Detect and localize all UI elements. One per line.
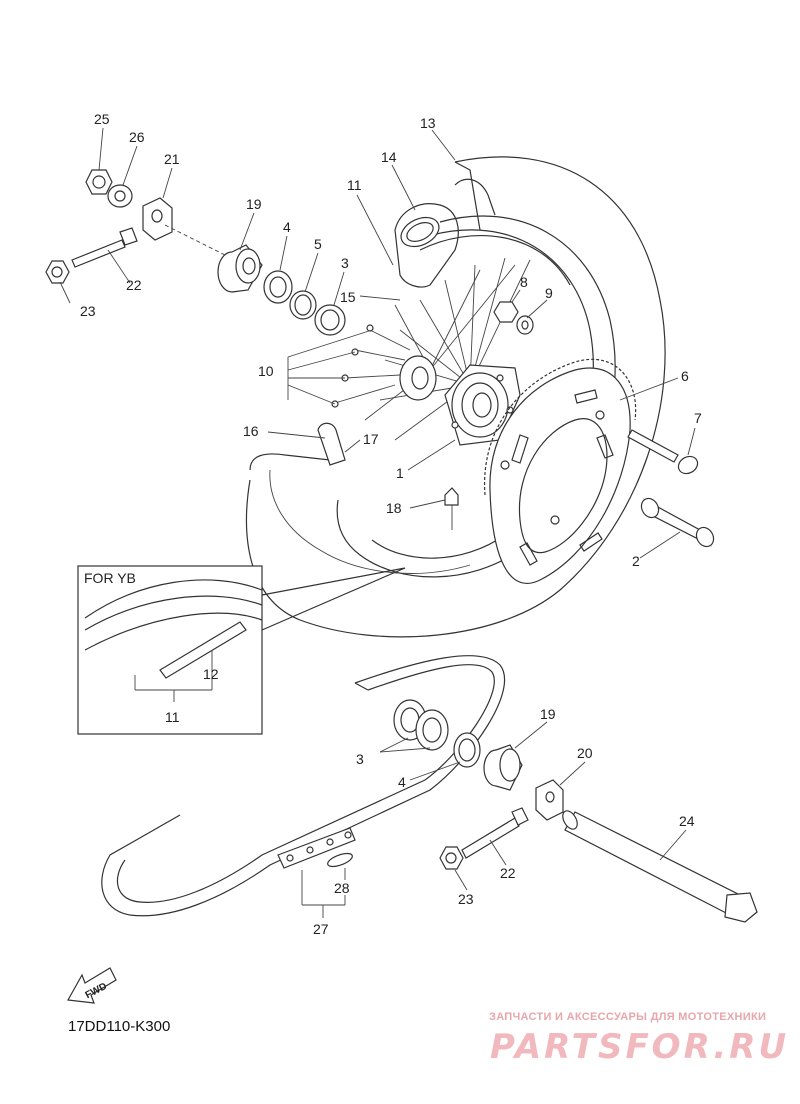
lower-bearings-part-3: [393, 699, 449, 751]
axle-part-24: [562, 810, 758, 923]
callout-12: 12: [203, 666, 219, 682]
callout-7: 7: [694, 410, 702, 426]
callout-labels: 25 26 21 19 4 5 3 22 23 13 14 11 15 8 9 …: [80, 111, 702, 937]
watermark-tagline: ЗАПЧАСТИ И АКСЕССУАРЫ ДЛЯ МОТОТЕХНИКИ: [489, 1011, 767, 1023]
callout-10: 10: [258, 363, 274, 379]
inset-title: FOR YB: [84, 570, 136, 586]
leader-lines: [59, 127, 696, 918]
washer-part-9: [516, 315, 534, 335]
callout-24: 24: [679, 813, 695, 829]
callout-9: 9: [545, 285, 553, 301]
callout-25: 25: [94, 111, 110, 127]
fwd-arrow-icon: [67, 967, 117, 1004]
lower-bearing-part-4: [453, 732, 481, 768]
callout-21: 21: [164, 151, 180, 167]
rim-band: [394, 178, 496, 288]
hub: [399, 355, 521, 446]
callout-8: 8: [520, 274, 528, 290]
bearing-part-3: [314, 304, 346, 336]
collar-part-19: [217, 244, 263, 293]
nut-part-25: [85, 169, 113, 195]
callout-11-inset: 11: [165, 709, 180, 725]
circlip-part-5: [289, 290, 317, 320]
sprocket: [484, 358, 637, 584]
bolt-part-7: [627, 429, 699, 475]
callout-22-lower: 22: [500, 865, 516, 881]
nut-part-8: [493, 301, 519, 323]
valve-part-16: [317, 422, 346, 466]
callout-1: 1: [396, 465, 404, 481]
chain-joint-part-28: [277, 827, 356, 869]
callout-3: 3: [341, 255, 349, 271]
drive-chain: [101, 655, 506, 917]
callout-23-lower: 23: [458, 891, 474, 907]
watermark-brand: PARTSFOR.RU: [490, 1027, 790, 1067]
callout-22: 22: [126, 277, 142, 293]
diagram-code: 17DD110-K300: [68, 1018, 171, 1035]
washer-part-26: [107, 184, 133, 208]
callout-16: 16: [243, 423, 259, 439]
lower-collar-part-19: [483, 744, 523, 791]
bearing-part-4: [263, 270, 293, 304]
callout-19: 19: [246, 196, 262, 212]
nut-part-23: [45, 260, 70, 284]
callout-14: 14: [381, 149, 397, 165]
adjuster-part-20: [535, 779, 564, 821]
bolt-part-22: [71, 227, 138, 268]
callout-19-lower: 19: [540, 706, 556, 722]
callout-17: 17: [363, 431, 379, 447]
callout-4-lower: 4: [398, 774, 406, 790]
callout-13: 13: [420, 115, 436, 131]
callout-23: 23: [80, 303, 96, 319]
callout-11: 11: [347, 177, 362, 193]
inset-for-yb: [77, 565, 406, 735]
callout-6: 6: [681, 368, 689, 384]
callout-3-lower: 3: [356, 751, 364, 767]
lower-nut-part-23: [439, 846, 464, 870]
callout-18: 18: [386, 500, 402, 516]
callout-4: 4: [283, 219, 291, 235]
spacer-part-2: [640, 497, 715, 548]
callout-20: 20: [577, 745, 593, 761]
lower-bolt-part-22: [461, 807, 529, 859]
adjuster-part-21: [142, 197, 173, 241]
callout-5: 5: [314, 236, 322, 252]
callout-2: 2: [632, 553, 640, 569]
callout-15: 15: [340, 289, 356, 305]
callout-27: 27: [313, 921, 329, 937]
callout-28: 28: [334, 880, 350, 896]
callout-26: 26: [129, 129, 145, 145]
part-18: [444, 487, 459, 530]
